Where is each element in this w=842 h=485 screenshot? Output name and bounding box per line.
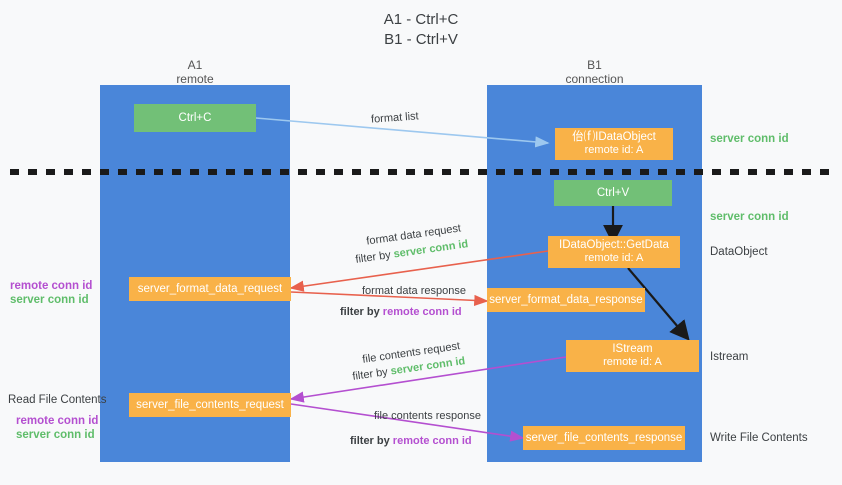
annotation-remote-conn-id-1: remote conn id bbox=[10, 280, 93, 292]
node-getdata-line1: IDataObject::GetData bbox=[559, 239, 669, 251]
node-server-file-contents-response[interactable]: server_file_contents_response bbox=[523, 426, 685, 450]
annotation-remote-conn-id-2: remote conn id bbox=[16, 415, 99, 427]
filter-value-remote-conn-id-2: remote conn id bbox=[392, 435, 472, 447]
annotation-server-conn-id-1: server conn id bbox=[710, 133, 789, 145]
title-line-2: B1 - Ctrl+V bbox=[384, 31, 458, 48]
node-file-req-label: server_file_contents_request bbox=[136, 398, 284, 411]
node-ctrl-v[interactable]: Ctrl+V bbox=[554, 180, 672, 206]
node-istream[interactable]: IStream remote id: A bbox=[566, 340, 699, 372]
node-idataobject-line1: 佁⒡IDataObject bbox=[572, 131, 656, 143]
edge-label-file-contents-response-filter: filter by remote conn id bbox=[350, 434, 472, 448]
filter-prefix-2: filter by bbox=[340, 306, 383, 318]
annotation-server-conn-id-3: server conn id bbox=[10, 294, 89, 306]
column-b1-name: B1 bbox=[587, 58, 602, 72]
edge-label-format-data-response-filter: filter by remote conn id bbox=[340, 305, 462, 319]
filter-prefix-3: filter by bbox=[351, 365, 392, 383]
node-ctrl-c-label: Ctrl+C bbox=[178, 111, 212, 124]
annotation-write-file-contents: Write File Contents bbox=[710, 432, 808, 444]
node-istream-line2: remote id: A bbox=[603, 356, 662, 368]
page-title: A1 - Ctrl+C B1 - Ctrl+V bbox=[0, 10, 842, 50]
node-istream-line1: IStream bbox=[612, 343, 653, 355]
node-server-format-data-request[interactable]: server_format_data_request bbox=[129, 277, 291, 301]
edge-label-format-list: format list bbox=[370, 110, 420, 126]
node-fmt-req-label: server_format_data_request bbox=[137, 282, 283, 295]
node-ctrl-c[interactable]: Ctrl+C bbox=[134, 104, 256, 132]
node-idataobject-getdata[interactable]: IDataObject::GetData remote id: A bbox=[548, 236, 680, 268]
column-header-b1: B1 connection bbox=[487, 58, 702, 86]
node-server-format-data-response[interactable]: server_format_data_response bbox=[487, 288, 645, 312]
filter-prefix-1: filter by bbox=[354, 248, 395, 266]
node-file-resp-label: server_file_contents_response bbox=[525, 431, 683, 444]
annotation-istream: Istream bbox=[710, 351, 749, 363]
column-b1-sub: connection bbox=[565, 72, 624, 86]
filter-prefix-4: filter by bbox=[350, 435, 393, 447]
annotation-server-conn-id-4: server conn id bbox=[16, 429, 95, 441]
node-ctrl-v-label: Ctrl+V bbox=[596, 186, 630, 199]
annotation-read-file-contents: Read File Contents bbox=[8, 394, 107, 406]
title-line-1: A1 - Ctrl+C bbox=[383, 11, 459, 28]
edge-label-file-contents-response: file contents response bbox=[374, 410, 482, 422]
annotation-server-conn-id-2: server conn id bbox=[710, 211, 789, 223]
annotation-dataobject: DataObject bbox=[710, 246, 768, 258]
node-idataobject-line2: remote id: A bbox=[584, 144, 644, 156]
filter-value-remote-conn-id-1: remote conn id bbox=[382, 306, 462, 318]
edge-label-format-data-response: format data response bbox=[362, 285, 466, 297]
column-a1-sub: remote bbox=[176, 72, 214, 86]
node-server-file-contents-request[interactable]: server_file_contents_request bbox=[129, 393, 291, 417]
node-idataobject[interactable]: 佁⒡IDataObject remote id: A bbox=[555, 128, 673, 160]
node-fmt-resp-label: server_format_data_response bbox=[489, 293, 643, 306]
node-getdata-line2: remote id: A bbox=[584, 252, 644, 264]
column-a1-name: A1 bbox=[187, 58, 203, 72]
column-header-a1: A1 remote bbox=[100, 58, 290, 86]
